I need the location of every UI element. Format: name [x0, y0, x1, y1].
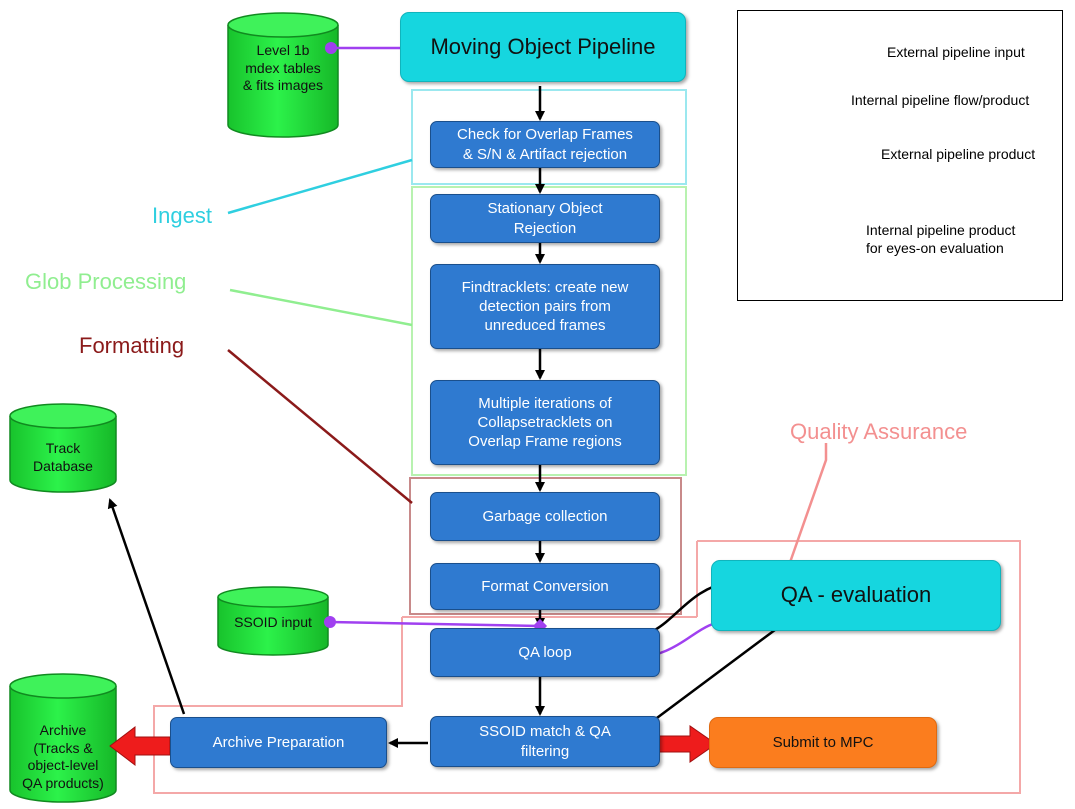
- step-findtracklets: Findtracklets: create new detection pair…: [430, 264, 660, 349]
- step-stationary-rejection: Stationary Object Rejection: [430, 194, 660, 243]
- step-check-overlap: Check for Overlap Frames & S/N & Artifac…: [430, 121, 660, 168]
- step-garbage-collection: Garbage collection: [430, 492, 660, 541]
- stage-formatting: Formatting: [79, 333, 185, 358]
- legend: External pipeline input Internal pipelin…: [737, 10, 1063, 301]
- archive-cylinder: [9, 673, 117, 803]
- legend-internal-flow: Internal pipeline flow/product: [851, 92, 1030, 108]
- level1b-label: Level 1b mdex tables & fits images: [242, 42, 324, 93]
- legend-eyes-on: Internal pipeline product for eyes-on ev…: [866, 222, 1016, 257]
- track-database-cylinder: [9, 403, 117, 493]
- pipeline-title: Moving Object Pipeline: [400, 12, 686, 82]
- qa-region: [153, 540, 1021, 794]
- submit-product-arrow: [653, 725, 717, 763]
- internal-flow-arrows: [107, 86, 797, 748]
- ssoid-input-label: SSOID input: [234, 614, 312, 630]
- step-ssoid-match: SSOID match & QA filtering: [430, 716, 660, 767]
- step-qa-loop: QA loop: [430, 628, 660, 677]
- archive-product-arrow: [109, 725, 171, 767]
- qa-evaluation: QA - evaluation: [711, 560, 1001, 631]
- stage-ingest: Ingest: [152, 203, 212, 228]
- formatting-leader: [227, 349, 413, 504]
- track-database-store: Track Database: [10, 432, 116, 482]
- archive-store: Archive (Tracks & object-level QA produc…: [10, 700, 116, 795]
- ssoid-input-cylinder: [217, 586, 329, 656]
- formatting-region: [409, 477, 682, 615]
- ingest-region: [411, 89, 687, 185]
- level1b-store: Level 1b mdex tables & fits images: [228, 40, 338, 120]
- level1b-input-dot: [325, 42, 337, 54]
- glob-leader: [229, 288, 413, 327]
- stage-glob-processing: Glob Processing: [25, 269, 187, 294]
- step-collapsetracklets: Multiple iterations of Collapsetracklets…: [430, 380, 660, 465]
- stage-quality-assurance: Quality Assurance: [790, 419, 968, 444]
- step-format-conversion: Format Conversion: [430, 563, 660, 610]
- step-archive-preparation: Archive Preparation: [170, 717, 387, 768]
- ssoid-input-store: SSOID input: [218, 610, 328, 640]
- glob-processing-region: [411, 186, 687, 476]
- legend-external-product: External pipeline product: [881, 146, 1036, 162]
- archive-label: Archive (Tracks & object-level QA produc…: [22, 722, 104, 791]
- track-database-label: Track Database: [33, 440, 93, 474]
- submit-to-mpc: Submit to MPC: [709, 717, 937, 768]
- ssoid-input-dot: [324, 616, 336, 628]
- level1b-cylinder: [227, 12, 339, 138]
- ingest-leader: [227, 158, 413, 215]
- legend-external-input: External pipeline input: [887, 44, 1025, 60]
